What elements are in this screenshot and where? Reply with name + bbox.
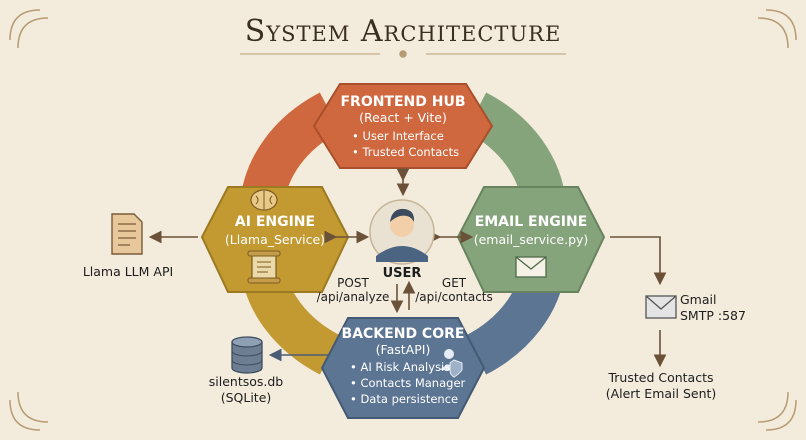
email-engine-subtitle: (email_service.py) xyxy=(473,232,589,247)
backend-title: BACKEND CORE xyxy=(341,326,465,342)
frontend-subtitle: (React + Vite) xyxy=(359,110,447,125)
trusted-contacts-label: Trusted Contacts xyxy=(608,370,714,385)
bullet-item: Contacts Manager xyxy=(350,375,465,391)
envelope-icon xyxy=(515,256,547,278)
document-icon xyxy=(111,213,143,255)
frontend-bullets: User Interface Trusted Contacts xyxy=(352,128,459,160)
frontend-title: FRONTEND HUB xyxy=(340,94,466,110)
alert-email-sent-label: (Alert Email Sent) xyxy=(605,386,717,401)
arrow-email-gmail xyxy=(610,236,667,286)
ai-engine-node xyxy=(200,186,350,293)
bullet-item: User Interface xyxy=(352,128,459,144)
user-avatar-icon xyxy=(369,199,435,265)
gmail-label: Gmail xyxy=(680,292,717,307)
page-title: System Architecture xyxy=(244,14,562,49)
brain-icon xyxy=(250,189,278,211)
bullet-item: Data persistence xyxy=(350,391,465,407)
connector-arrows xyxy=(148,168,667,368)
bullet-item: Trusted Contacts xyxy=(352,144,459,160)
user-label: USER xyxy=(382,266,422,281)
llm-api-label: Llama LLM API xyxy=(82,264,174,279)
smtp-port-label: SMTP :587 xyxy=(680,308,746,323)
email-engine-title: EMAIL ENGINE xyxy=(474,214,588,230)
corner-ornaments xyxy=(9,9,797,431)
database-name: silentsos.db xyxy=(208,374,284,389)
post-request-label: POST /api/analyze xyxy=(316,276,390,304)
database-type: (SQLite) xyxy=(220,390,272,405)
scroll-icon xyxy=(247,250,281,284)
database-icon xyxy=(231,336,263,374)
backend-subtitle: (FastAPI) xyxy=(375,342,431,357)
ai-engine-title: AI ENGINE xyxy=(234,214,316,230)
ai-engine-subtitle: (Llama_Service) xyxy=(224,232,326,247)
get-request-label: GET /api/contacts xyxy=(415,276,493,304)
backend-bullets: AI Risk Analysis Contacts Manager Data p… xyxy=(350,359,465,407)
mail-icon xyxy=(645,295,677,319)
bullet-item: AI Risk Analysis xyxy=(350,359,465,375)
